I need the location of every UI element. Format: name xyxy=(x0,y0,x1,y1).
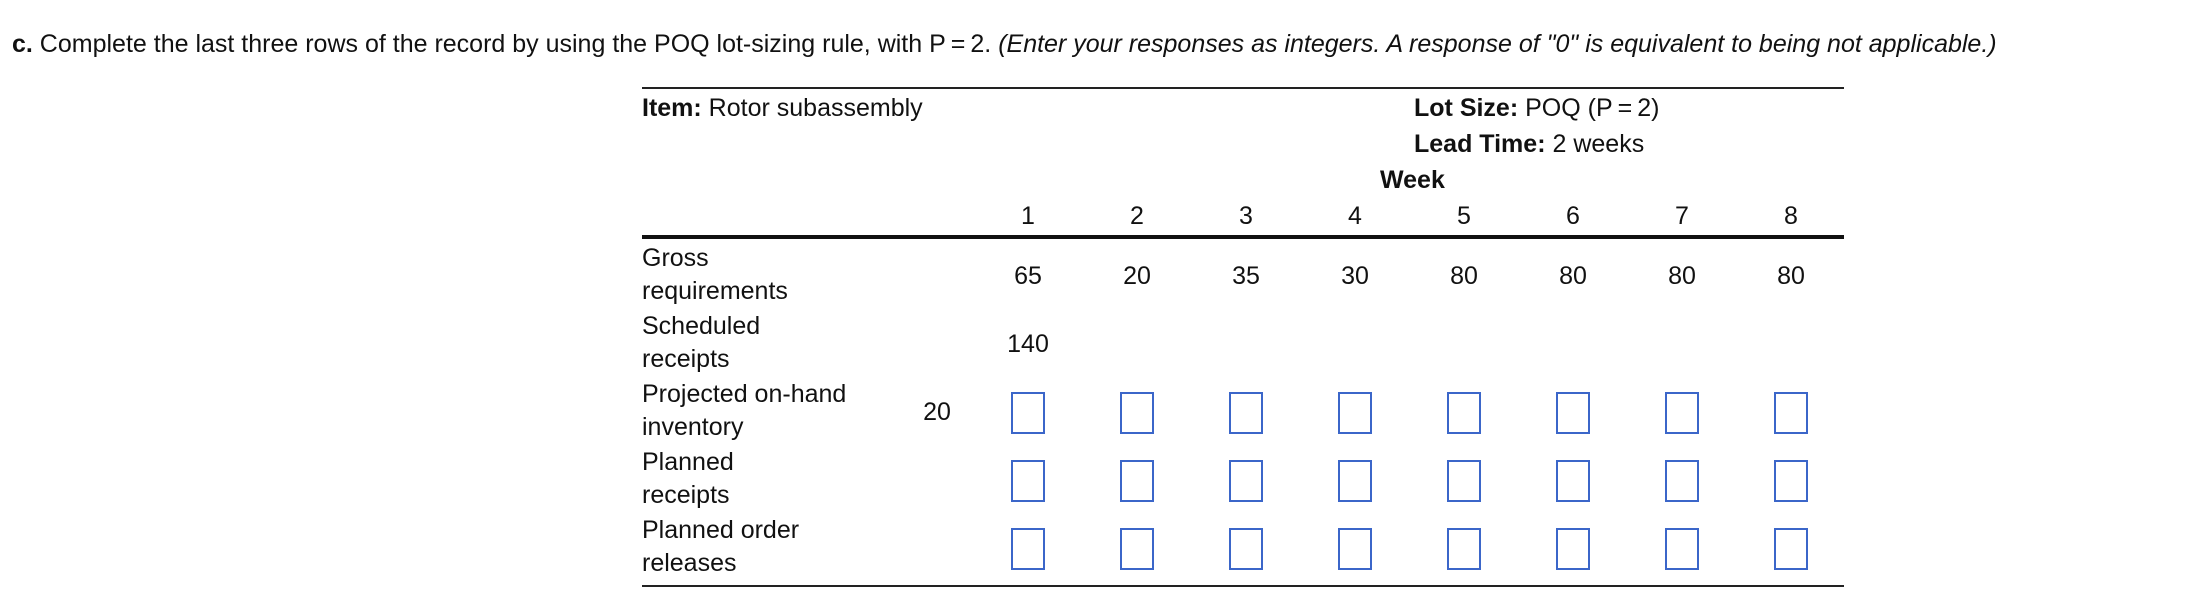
item-value: Rotor subassembly xyxy=(701,94,923,122)
item-label: Item: xyxy=(642,94,702,122)
projected-on-hand-input[interactable] xyxy=(1338,392,1372,434)
week-number: 5 xyxy=(1457,202,1471,230)
planned-receipt-input[interactable] xyxy=(1447,460,1481,502)
row-label-line: Scheduled xyxy=(642,312,761,340)
gross-requirement-cell: 80 xyxy=(1559,262,1587,290)
planned-order-release-input[interactable] xyxy=(1774,528,1808,570)
gross-requirement-cell: 80 xyxy=(1450,262,1478,290)
row-label: Planned order releases xyxy=(642,514,902,580)
lead-time-value: 2 weeks xyxy=(1545,130,1645,158)
planned-order-release-input[interactable] xyxy=(1447,528,1481,570)
row-label-line: requirements xyxy=(642,277,788,305)
week-number: 1 xyxy=(1021,202,1035,230)
week-number: 2 xyxy=(1130,202,1144,230)
gross-requirement-cell: 35 xyxy=(1232,262,1260,290)
lead-time-header: Lead Time: 2 weeks xyxy=(1414,129,1644,159)
question-prompt: Complete the last three rows of the reco… xyxy=(32,30,999,58)
planned-order-release-input[interactable] xyxy=(1011,528,1045,570)
header-divider xyxy=(642,235,1844,239)
week-number: 4 xyxy=(1348,202,1362,230)
row-label: Planned receipts xyxy=(642,446,902,512)
planned-order-release-input[interactable] xyxy=(1338,528,1372,570)
planned-receipt-input[interactable] xyxy=(1120,460,1154,502)
mrp-record-table: Item: Rotor subassembly Lot Size: POQ (P… xyxy=(642,87,1844,587)
row-label-line: Planned xyxy=(642,448,734,476)
row-label-line: receipts xyxy=(642,481,730,509)
week-number: 3 xyxy=(1239,202,1253,230)
row-label-line: receipts xyxy=(642,345,730,373)
week-number: 6 xyxy=(1566,202,1580,230)
planned-receipt-input[interactable] xyxy=(1665,460,1699,502)
planned-order-release-input[interactable] xyxy=(1120,528,1154,570)
row-label-line: Gross xyxy=(642,244,709,272)
projected-on-hand-input[interactable] xyxy=(1774,392,1808,434)
row-label-line: releases xyxy=(642,549,737,577)
initial-inventory: 20 xyxy=(923,398,951,426)
planned-order-release-input[interactable] xyxy=(1229,528,1263,570)
planned-receipts-row: Planned receipts xyxy=(642,446,1844,514)
projected-on-hand-input[interactable] xyxy=(1011,392,1045,434)
planned-receipt-input[interactable] xyxy=(1556,460,1590,502)
week-number: 8 xyxy=(1784,202,1798,230)
planned-order-release-input[interactable] xyxy=(1665,528,1699,570)
question-text: c. Complete the last three rows of the r… xyxy=(12,28,1997,60)
row-label-line: Planned order xyxy=(642,516,800,544)
question-letter: c. xyxy=(12,30,33,58)
week-header: Week xyxy=(1380,166,1445,194)
planned-receipt-input[interactable] xyxy=(1774,460,1808,502)
projected-on-hand-input[interactable] xyxy=(1120,392,1154,434)
planned-receipt-input[interactable] xyxy=(1229,460,1263,502)
scheduled-receipt-cell: 140 xyxy=(1007,330,1049,358)
projected-on-hand-input[interactable] xyxy=(1556,392,1590,434)
gross-requirements-row: Gross requirements 65 20 35 30 80 80 80 … xyxy=(642,242,1844,310)
planned-order-releases-row: Planned order releases xyxy=(642,514,1844,582)
row-label-line: inventory xyxy=(642,413,744,441)
row-label-line: Projected on-hand xyxy=(642,380,847,408)
week-number: 7 xyxy=(1675,202,1689,230)
lead-time-label: Lead Time: xyxy=(1414,130,1546,158)
gross-requirement-cell: 20 xyxy=(1123,262,1151,290)
lot-size-value: POQ (P = 2) xyxy=(1518,94,1660,122)
row-label: Scheduled receipts xyxy=(642,310,902,376)
planned-order-release-input[interactable] xyxy=(1556,528,1590,570)
gross-requirement-cell: 80 xyxy=(1777,262,1805,290)
planned-receipt-input[interactable] xyxy=(1338,460,1372,502)
scheduled-receipts-row: Scheduled receipts 140 xyxy=(642,310,1844,378)
question-instruction: (Enter your responses as integers. A res… xyxy=(998,30,1997,58)
projected-on-hand-input[interactable] xyxy=(1665,392,1699,434)
row-label: Gross requirements xyxy=(642,242,902,308)
week-number-row: 1 2 3 4 5 6 7 8 xyxy=(642,201,1844,233)
row-label: Projected on-hand inventory xyxy=(642,378,902,444)
projected-on-hand-row: Projected on-hand inventory 20 xyxy=(642,378,1844,446)
gross-requirement-cell: 80 xyxy=(1668,262,1696,290)
item-header: Item: Rotor subassembly xyxy=(642,93,923,123)
lot-size-header: Lot Size: POQ (P = 2) xyxy=(1414,93,1659,123)
projected-on-hand-input[interactable] xyxy=(1229,392,1263,434)
lot-size-label: Lot Size: xyxy=(1414,94,1519,122)
gross-requirement-cell: 65 xyxy=(1014,262,1042,290)
gross-requirement-cell: 30 xyxy=(1341,262,1369,290)
planned-receipt-input[interactable] xyxy=(1011,460,1045,502)
projected-on-hand-input[interactable] xyxy=(1447,392,1481,434)
